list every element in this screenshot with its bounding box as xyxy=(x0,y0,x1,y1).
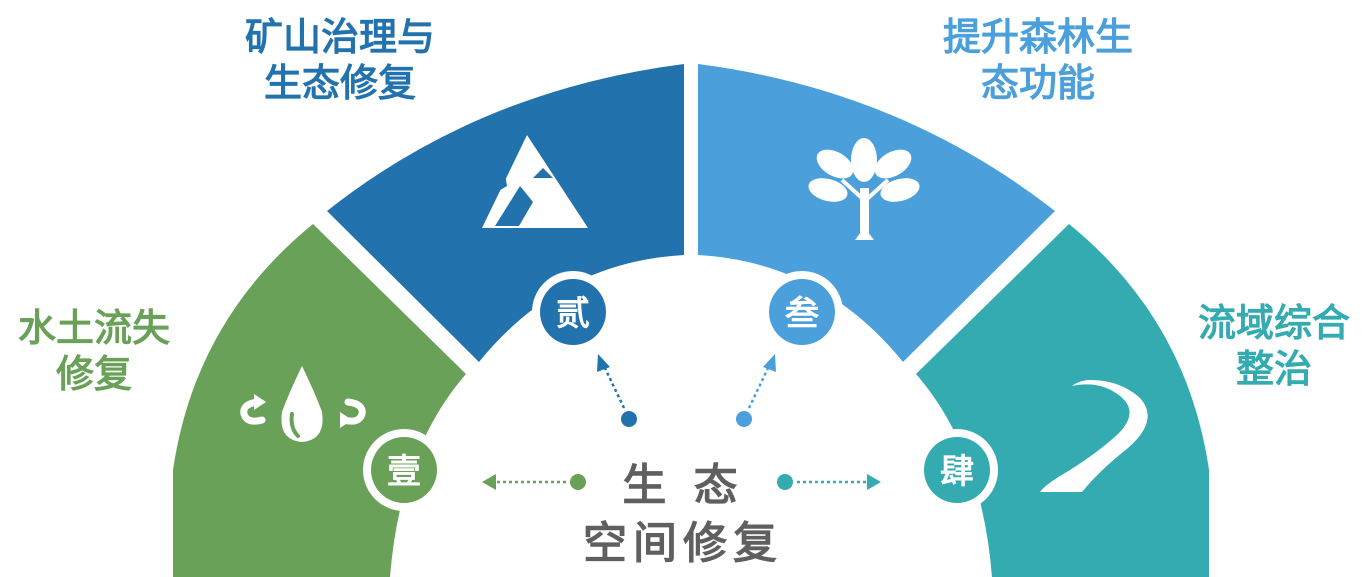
badge-number-3: 叁 xyxy=(785,294,820,334)
center-title-line1: 生 态 xyxy=(622,460,744,511)
segment-label-4-line1: 流域综合 xyxy=(1197,301,1350,345)
segment-label-3-line2: 态功能 xyxy=(980,61,1095,105)
segment-label-1-line2: 修复 xyxy=(55,352,132,396)
segment-label-2-line1: 矿山治理与 xyxy=(244,15,435,59)
connector-1 xyxy=(482,474,586,490)
badge-number-2: 贰 xyxy=(556,294,590,334)
mountain-icon xyxy=(482,135,588,228)
river-icon xyxy=(1040,380,1148,492)
badge-number-1: 壹 xyxy=(387,452,421,492)
segment-label-3: 提升森林生 态功能 xyxy=(918,14,1158,106)
segment-label-1: 水土流失 修复 xyxy=(6,305,182,397)
center-title-line2: 空间修复 xyxy=(583,518,783,569)
segment-label-4: 流域综合 整治 xyxy=(1186,300,1362,392)
connector-4 xyxy=(777,474,881,490)
connector-2 xyxy=(597,354,637,427)
number-badge-3 xyxy=(761,271,843,353)
tree-icon xyxy=(808,138,920,240)
badge-number-4: 肆 xyxy=(940,452,974,492)
number-badge-2 xyxy=(532,271,614,353)
segment-label-2-line2: 生态修复 xyxy=(263,61,416,105)
segment-label-2: 矿山治理与 生态修复 xyxy=(220,14,460,106)
segment-3-wedge xyxy=(698,64,1055,362)
water-drop-cycle-icon xyxy=(240,366,366,442)
number-badge-1 xyxy=(363,429,445,511)
number-badge-4 xyxy=(916,429,998,511)
segment-label-3-line1: 提升森林生 xyxy=(942,15,1133,59)
segment-label-1-line1: 水土流失 xyxy=(17,306,170,350)
connector-3 xyxy=(736,354,776,427)
segment-label-4-line2: 整治 xyxy=(1235,347,1312,391)
